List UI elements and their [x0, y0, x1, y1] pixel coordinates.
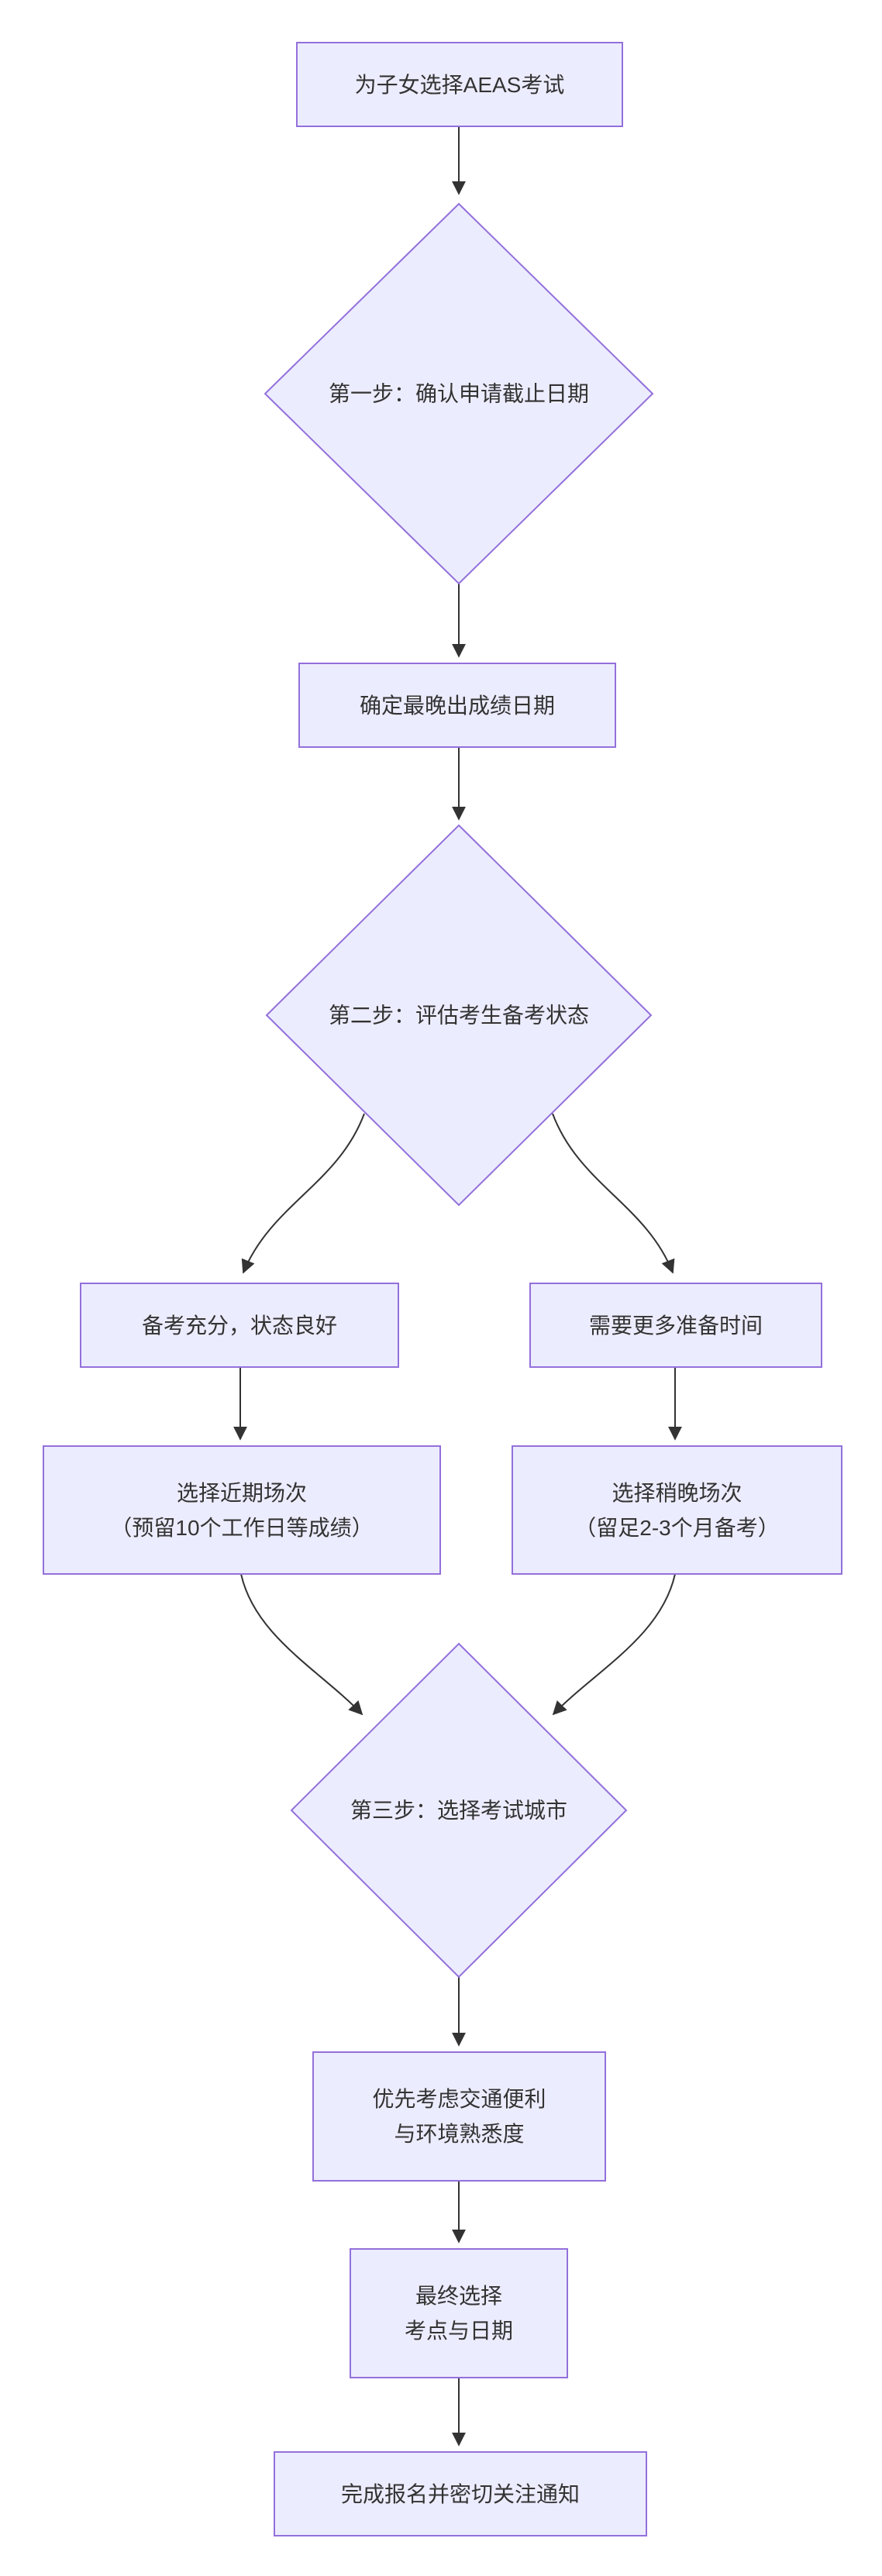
node-final-choice-label-line2: 考点与日期 [404, 2319, 513, 2343]
decision-shape-step3 [290, 1642, 628, 1978]
edge-step2-need-time [552, 1113, 675, 1274]
node-city-pref: 优先考虑交通便利 与环境熟悉度 [312, 2051, 606, 2182]
node-need-time-label: 需要更多准备时间 [588, 1313, 763, 1338]
node-near-session-label-line1: 选择近期场次 [176, 1480, 307, 1505]
node-city-pref-label-line1: 优先考虑交通便利 [372, 2087, 546, 2111]
node-step1-label: 第一步：确认申请截止日期 [328, 381, 590, 406]
node-later-session-label-line2: （留足2-3个月备考） [574, 1515, 780, 1540]
node-later-session-label-line1: 选择稍晚场次 [612, 1480, 742, 1505]
node-start-label: 为子女选择AEAS考试 [354, 72, 565, 97]
edge-later-session-step3 [552, 1573, 676, 1716]
node-done-label: 完成报名并密切关注通知 [340, 2481, 580, 2506]
node-ready-label: 备考充分，状态良好 [141, 1313, 337, 1338]
node-step3-label: 第三步：选择考试城市 [350, 1798, 568, 1823]
decision-shape-step2 [265, 824, 653, 1207]
edge-near-session-step3 [240, 1573, 363, 1716]
node-later-session: 选择稍晚场次 （留足2-3个月备考） [512, 1445, 842, 1575]
decision-shape-step1 [264, 202, 654, 585]
node-final-choice: 最终选择 考点与日期 [350, 2248, 568, 2378]
node-result-date-label: 确定最晚出成绩日期 [359, 693, 555, 718]
node-final-choice-label-line1: 最终选择 [415, 2284, 502, 2308]
node-city-pref-label-line2: 与环境熟悉度 [394, 2122, 525, 2146]
node-near-session-label-line2: （预留10个工作日等成绩） [110, 1515, 374, 1540]
node-step2-label: 第二步：评估考生备考状态 [328, 1003, 590, 1028]
node-done: 完成报名并密切关注通知 [274, 2451, 647, 2536]
node-near-session: 选择近期场次 （预留10个工作日等成绩） [43, 1445, 441, 1575]
node-result-date: 确定最晚出成绩日期 [298, 663, 616, 748]
node-ready: 备考充分，状态良好 [80, 1283, 399, 1368]
node-start: 为子女选择AEAS考试 [296, 42, 623, 127]
node-need-time: 需要更多准备时间 [529, 1283, 822, 1368]
edge-step2-ready [241, 1113, 365, 1274]
